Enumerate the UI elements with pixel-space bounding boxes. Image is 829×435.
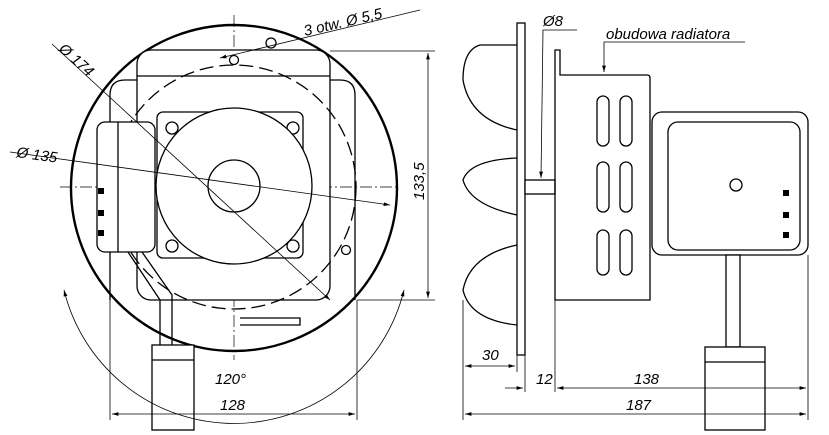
terminal-icon xyxy=(783,212,789,218)
holes-leader xyxy=(219,9,421,59)
radiator-slot xyxy=(596,95,610,147)
housing-label: obudowa radiatora xyxy=(606,26,730,43)
holes-label: 3 otw. Ø 5,5 xyxy=(302,5,384,40)
radiator-slot xyxy=(619,95,633,147)
flange-hole xyxy=(286,239,300,253)
radiator-slot xyxy=(619,161,633,213)
shaft-leader xyxy=(539,29,577,179)
mounting-hole-top xyxy=(228,54,240,66)
fan-blade xyxy=(462,244,518,326)
bolt-circle-label: Ø 135 xyxy=(14,144,58,167)
fan-outer-circle xyxy=(69,23,399,353)
plate-boss xyxy=(265,37,277,49)
terminal-icon xyxy=(783,190,789,196)
radiator-slot xyxy=(619,229,633,276)
outer-diameter-dimension xyxy=(51,43,331,301)
screw-icon xyxy=(729,178,743,192)
bolt-circle-dimension xyxy=(9,151,391,207)
cable-side xyxy=(725,254,741,348)
fan-blade xyxy=(462,44,518,131)
angle-dimension xyxy=(63,289,405,424)
shaft xyxy=(524,179,556,195)
total-length-label: 187 xyxy=(626,397,652,414)
radiator-housing xyxy=(554,49,651,301)
motor-box-cover xyxy=(667,121,801,251)
flange-hole xyxy=(165,239,179,253)
height-label: 133,5 xyxy=(411,162,428,200)
fan-plate xyxy=(516,22,526,356)
outer-diameter-label: Ø 174 xyxy=(55,40,97,81)
terminal-icon xyxy=(98,188,104,194)
mounting-hole-right xyxy=(340,244,352,256)
fan-depth-label: 30 xyxy=(482,347,499,364)
side-view: Ø8 obudowa radiatora 30 12 138 187 xyxy=(462,13,809,431)
front-view: Ø 174 Ø 135 3 otw. Ø 5,5 133,5 120° 128 xyxy=(9,5,435,431)
plate-tab xyxy=(240,317,301,326)
terminal-icon xyxy=(98,230,104,236)
shaft-label: Ø8 xyxy=(542,13,564,30)
radiator-slots xyxy=(596,95,633,276)
terminal-box xyxy=(96,121,156,253)
housing-leader xyxy=(602,41,745,72)
flange-hole xyxy=(165,121,179,135)
radiator-slot xyxy=(596,161,610,213)
fan-blade xyxy=(462,157,518,216)
cable-gland-side xyxy=(704,346,766,431)
terminal-icon xyxy=(783,232,789,238)
motor-body xyxy=(155,107,313,265)
body-length-label: 138 xyxy=(634,371,660,388)
radiator-slot xyxy=(596,229,610,276)
plate-gap-label: 12 xyxy=(536,371,553,388)
width-label: 128 xyxy=(220,397,246,414)
angle-label: 120° xyxy=(215,371,246,388)
terminal-icon xyxy=(98,210,104,216)
